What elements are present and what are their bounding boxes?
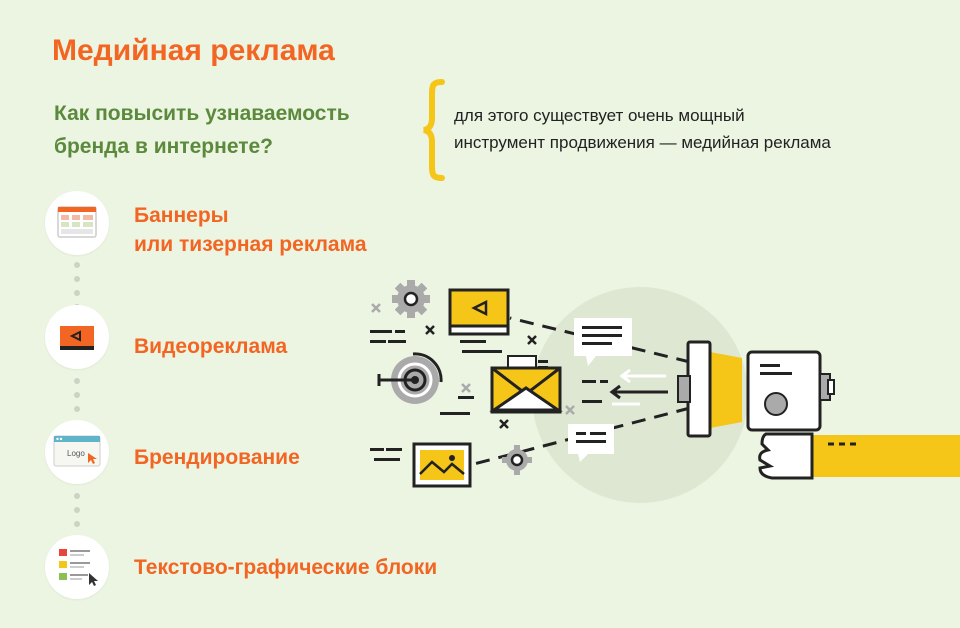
video-card-icon xyxy=(448,288,510,336)
megaphone-illustration xyxy=(370,280,960,503)
envelope-icon xyxy=(489,355,563,414)
answer-line-1: для этого существует очень мощный xyxy=(454,106,745,125)
video-player-icon xyxy=(60,326,94,350)
target-icon xyxy=(377,352,443,404)
video-item-circle xyxy=(45,305,109,369)
browser-logo-icon: Logo xyxy=(53,435,101,467)
item-video-label: Видеореклама xyxy=(134,335,288,358)
item-banners-line-2: или тизерная реклама xyxy=(134,233,367,256)
megaphone-icon xyxy=(677,340,835,438)
curly-brace-icon xyxy=(423,79,445,181)
connector-dots xyxy=(74,493,80,535)
banner-grid-icon xyxy=(57,206,97,238)
connector-dots xyxy=(74,378,80,420)
image-card-icon xyxy=(412,442,472,488)
item-banners-line-1: Баннеры xyxy=(134,204,229,227)
branding-item-circle: Logo xyxy=(45,420,109,484)
answer-text: для этого существует очень мощный инстру… xyxy=(454,102,831,156)
logo-text: Logo xyxy=(67,449,85,458)
banner-item-circle xyxy=(45,191,109,255)
item-textgraphic-label: Текстово-графические блоки xyxy=(134,556,438,579)
gear-icon xyxy=(392,280,430,318)
speech-bubble-icon xyxy=(574,318,632,366)
item-banners-label: Баннеры или тизерная реклама xyxy=(134,201,367,259)
text-graphic-list-icon xyxy=(59,549,98,586)
item-branding-label: Брендирование xyxy=(134,446,300,469)
textgraphic-item-circle xyxy=(45,535,109,599)
question-line-1: Как повысить узнаваемость xyxy=(54,102,350,125)
question-line-2: бренда в интернете? xyxy=(54,135,274,158)
answer-line-2: инструмент продвижения — медийная реклам… xyxy=(454,133,831,152)
question-text: Как повысить узнаваемость бренда в интер… xyxy=(54,97,350,163)
small-gear-icon xyxy=(502,445,532,475)
chat-bubble-icon xyxy=(568,424,614,462)
page-title: Медийная реклама xyxy=(52,34,335,67)
